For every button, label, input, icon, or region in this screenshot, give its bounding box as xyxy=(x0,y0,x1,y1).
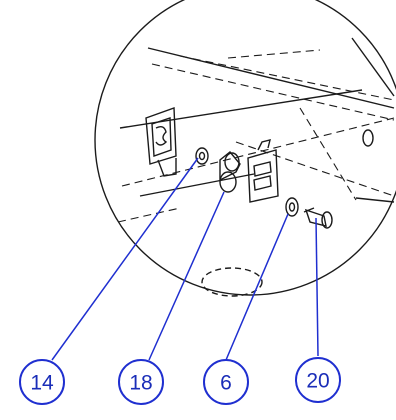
callout-20-label: 20 xyxy=(306,370,329,393)
callout-20: 20 xyxy=(295,357,341,403)
leader-18 xyxy=(148,191,225,361)
panel-edge-right xyxy=(355,197,395,203)
panel-edge-top xyxy=(147,47,395,109)
leader-lines xyxy=(51,157,319,361)
washer-part-6 xyxy=(285,197,299,217)
callout-14-label: 14 xyxy=(30,372,54,395)
leader-14 xyxy=(51,157,199,361)
detail-circle-outline xyxy=(94,0,396,296)
callout-balloons: 14 18 6 20 xyxy=(19,357,341,405)
leader-6 xyxy=(225,213,289,361)
screw-part-20 xyxy=(303,207,333,229)
callout-18: 18 xyxy=(118,359,164,405)
spacer-part-18 xyxy=(219,151,241,193)
small-hole xyxy=(362,129,374,147)
panel-fold-right xyxy=(351,37,395,97)
lower-clip xyxy=(247,139,279,203)
callout-14: 14 xyxy=(19,359,65,405)
leader-20 xyxy=(315,217,319,357)
hidden-hole xyxy=(201,267,263,297)
panel-fold-lower-left xyxy=(139,173,255,197)
washer-part-14 xyxy=(195,147,209,165)
hidden-lines xyxy=(117,49,395,223)
upper-clip xyxy=(145,107,177,177)
detail-view xyxy=(94,0,396,297)
callout-6: 6 xyxy=(203,359,249,405)
callout-18-label: 18 xyxy=(129,372,152,395)
callout-6-label: 6 xyxy=(220,372,232,395)
